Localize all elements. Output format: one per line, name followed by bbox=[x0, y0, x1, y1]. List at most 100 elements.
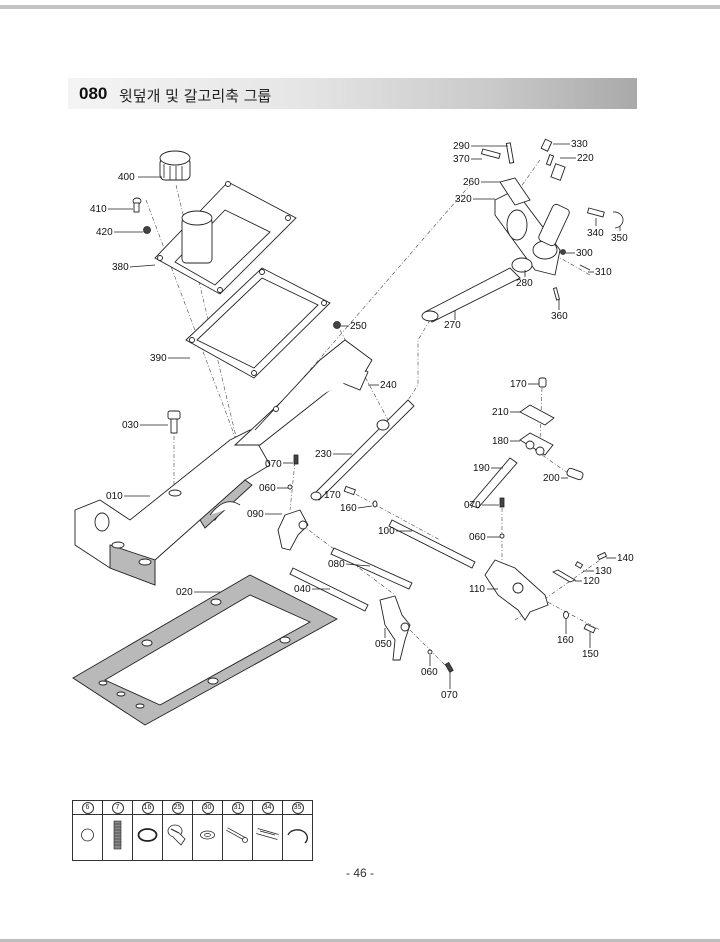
legend-number: 16 bbox=[141, 801, 154, 814]
part-shaft-housing bbox=[538, 203, 570, 247]
callout-290: 290 bbox=[453, 141, 470, 152]
legend-number: 7 bbox=[111, 801, 124, 814]
part-200-pin bbox=[566, 467, 584, 481]
part-110-shift-fork bbox=[484, 559, 549, 621]
callout-380: 380 bbox=[112, 262, 129, 273]
legend-number: 25 bbox=[171, 801, 184, 814]
callout-280: 280 bbox=[516, 278, 533, 289]
part-350-snap-ring bbox=[612, 211, 624, 229]
washer-icon bbox=[200, 830, 215, 840]
callout-300: 300 bbox=[576, 248, 593, 259]
part-040-shaft bbox=[289, 567, 369, 612]
part-170-bolt-lower bbox=[343, 485, 356, 496]
callout-200: 200 bbox=[543, 473, 560, 484]
standard-parts-legend: 6 7 16 25 30 31 34 35 bbox=[72, 800, 313, 861]
threaded-plug-icon bbox=[167, 824, 186, 846]
part-410-bolt bbox=[132, 197, 142, 213]
part-080-shaft bbox=[330, 547, 413, 590]
callout-250: 250 bbox=[350, 321, 367, 332]
callout-160-a: 160 bbox=[340, 503, 357, 514]
callout-400: 400 bbox=[118, 172, 135, 183]
part-070-spring-c bbox=[444, 661, 454, 673]
callout-340: 340 bbox=[587, 228, 604, 239]
part-140-screw bbox=[596, 551, 608, 561]
part-330-bolt bbox=[540, 138, 553, 152]
snap-ring-icon bbox=[287, 829, 308, 844]
callout-240: 240 bbox=[380, 380, 397, 391]
callout-150: 150 bbox=[582, 649, 599, 660]
callout-040: 040 bbox=[294, 584, 311, 595]
part-070-spring-a bbox=[293, 454, 299, 465]
part-290-pin bbox=[505, 142, 515, 164]
callout-060-a: 060 bbox=[259, 483, 276, 494]
callout-410: 410 bbox=[90, 204, 107, 215]
callout-210: 210 bbox=[492, 407, 509, 418]
page-number: - 46 - bbox=[345, 866, 374, 880]
spring-pin-icon bbox=[256, 828, 279, 840]
ball-icon bbox=[81, 828, 94, 842]
callout-030: 030 bbox=[122, 420, 139, 431]
callout-170-lower: 170 bbox=[324, 490, 341, 501]
exploded-parts-diagram: 400 410 420 380 390 030 010 020 250 240 … bbox=[72, 138, 634, 726]
callout-310: 310 bbox=[595, 267, 612, 278]
part-340-spring-pin bbox=[586, 207, 605, 218]
part-230-shift-rod bbox=[310, 399, 415, 501]
part-090-shift-fork bbox=[277, 509, 309, 551]
part-130-clip bbox=[574, 561, 584, 569]
part-100-shaft bbox=[388, 519, 476, 569]
part-380-top-cover bbox=[154, 181, 297, 295]
legend-number: 30 bbox=[201, 801, 214, 814]
part-190-arm bbox=[469, 457, 518, 509]
section-title: 윗덮개 및 갈고리축 그룹 bbox=[119, 87, 272, 105]
callout-350: 350 bbox=[611, 233, 628, 244]
callout-390: 390 bbox=[150, 353, 167, 364]
callout-110: 110 bbox=[469, 584, 485, 595]
top-rule bbox=[0, 5, 720, 9]
part-070-spring-b bbox=[499, 497, 505, 508]
callout-020: 020 bbox=[176, 587, 193, 598]
callout-120: 120 bbox=[583, 576, 600, 587]
callout-100: 100 bbox=[378, 526, 395, 537]
part-010-housing bbox=[74, 429, 271, 586]
legend-number: 6 bbox=[81, 801, 94, 814]
legend-number: 35 bbox=[291, 801, 304, 814]
callout-360: 360 bbox=[551, 311, 568, 322]
bottom-rule bbox=[0, 939, 720, 942]
callout-180: 180 bbox=[492, 436, 509, 447]
part-020-bottom-gasket bbox=[72, 574, 338, 726]
callout-370: 370 bbox=[453, 154, 470, 165]
callout-050: 050 bbox=[375, 639, 392, 650]
part-030-bolt bbox=[167, 410, 181, 434]
part-270-shift-lever bbox=[421, 267, 521, 323]
callout-220: 220 bbox=[577, 153, 594, 164]
part-150-bolt bbox=[583, 623, 596, 634]
callout-070-c: 070 bbox=[441, 690, 458, 701]
callout-090: 090 bbox=[247, 509, 264, 520]
callout-070-a: 070 bbox=[265, 459, 282, 470]
part-160-o-ring-b bbox=[563, 611, 569, 619]
part-310-screw bbox=[579, 264, 591, 271]
section-code: 080 bbox=[79, 84, 108, 103]
legend-number: 34 bbox=[261, 801, 274, 814]
callout-260: 260 bbox=[463, 177, 480, 188]
callout-330: 330 bbox=[571, 139, 588, 150]
part-390-gasket bbox=[185, 267, 331, 379]
part-260-bracket bbox=[499, 177, 531, 206]
part-060-ball-a bbox=[287, 484, 293, 490]
callout-190: 190 bbox=[473, 463, 490, 474]
callout-270: 270 bbox=[444, 320, 461, 331]
o-ring-icon bbox=[137, 828, 158, 842]
part-050-shift-fork bbox=[379, 595, 411, 661]
callout-080: 080 bbox=[328, 559, 345, 570]
part-160-o-ring-a bbox=[372, 500, 378, 508]
callout-170-upper: 170 bbox=[510, 379, 527, 390]
part-170-bolt-upper bbox=[538, 377, 547, 388]
callout-060-b: 060 bbox=[469, 532, 486, 543]
part-420-nut bbox=[143, 226, 151, 234]
part-210-plate bbox=[519, 404, 555, 426]
wrench-pin-icon bbox=[226, 827, 248, 843]
part-120-plate bbox=[551, 569, 577, 583]
callout-140: 140 bbox=[617, 553, 634, 564]
callout-230: 230 bbox=[315, 449, 332, 460]
callout-130: 130 bbox=[595, 566, 612, 577]
